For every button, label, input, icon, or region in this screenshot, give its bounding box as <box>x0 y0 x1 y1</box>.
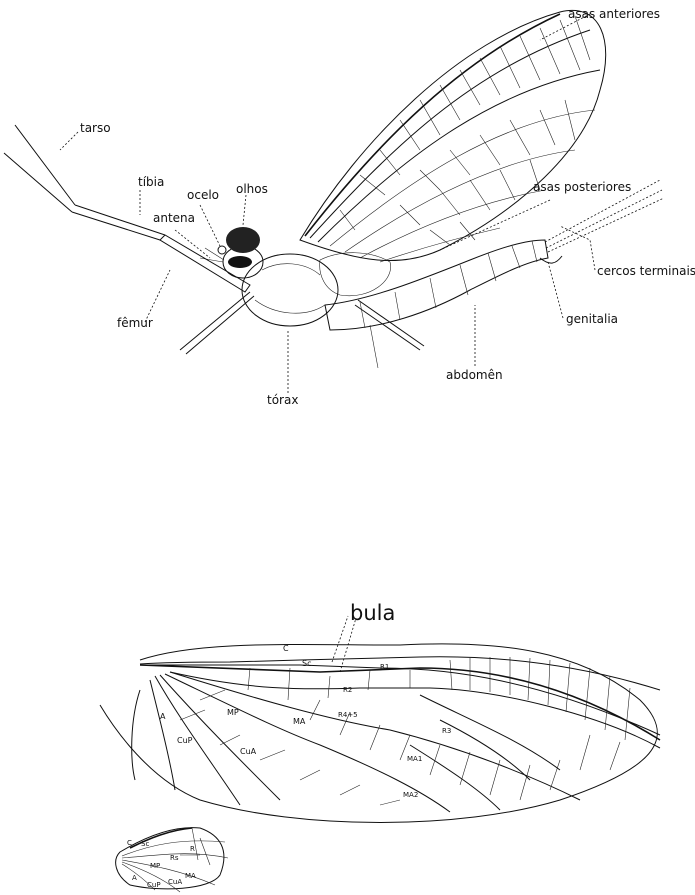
legs-drawing <box>3 124 425 369</box>
forewing-venation <box>99 615 661 823</box>
hvein-R: R <box>190 845 195 853</box>
vein-C: C <box>283 644 289 653</box>
vein-MA2: MA2 <box>403 791 418 799</box>
abdomen-drawing <box>324 239 549 331</box>
hvein-CuP: CuP <box>147 881 161 889</box>
label-femur: fêmur <box>117 316 153 330</box>
leader-lines <box>59 13 596 393</box>
hvein-Rs: Rs <box>170 854 179 862</box>
vein-Sc: Sc <box>302 659 311 668</box>
thorax-drawing <box>241 253 339 327</box>
vein-R3: R3 <box>442 727 451 735</box>
hindwing-venation <box>115 827 229 893</box>
head-drawing <box>199 227 264 279</box>
label-bula: bula <box>350 601 395 625</box>
label-asas-anteriores: asas anteriores <box>568 7 660 21</box>
vein-R45: R4+5 <box>338 711 358 719</box>
label-torax: tórax <box>267 393 298 407</box>
vein-CuA: CuA <box>240 747 257 756</box>
compound-eye-drawing <box>226 227 260 253</box>
vein-A: A <box>160 712 166 721</box>
hvein-MP: MP <box>150 862 160 870</box>
label-asas-posteriores: asas posteriores <box>533 180 631 194</box>
vein-CuP: CuP <box>177 736 193 745</box>
hindwing-labels: C Sc R Rs MP MA A CuP CuA <box>127 839 196 889</box>
cerci-drawing <box>544 179 665 253</box>
hvein-MA: MA <box>185 872 196 880</box>
label-tibia: tíbia <box>138 175 164 189</box>
label-genitalia: genitalia <box>566 312 618 326</box>
label-antena: antena <box>153 211 195 225</box>
label-olhos: olhos <box>236 182 268 196</box>
label-tarso: tarso <box>80 121 111 135</box>
label-cercos-terminais: cercos terminais <box>597 264 695 278</box>
hvein-Sc: Sc <box>141 840 149 848</box>
insect-labels: asas anteriores tarso tíbia ocelo olhos … <box>80 7 695 407</box>
vein-MA1: MA1 <box>407 755 422 763</box>
hvein-C: C <box>127 839 132 847</box>
genitalia-drawing <box>539 255 563 264</box>
vein-R2: R2 <box>343 686 352 694</box>
hvein-CuA: CuA <box>168 878 182 886</box>
vein-MP: MP <box>227 708 239 717</box>
vein-R1: R1 <box>380 663 389 671</box>
insect-illustration <box>3 9 665 369</box>
vein-MA: MA <box>293 717 306 726</box>
hindwing-drawing <box>319 252 391 297</box>
label-abdomen: abdomên <box>446 368 503 382</box>
forewing-labels: bula C Sc R1 R2 R4+5 R3 MA MA1 MA2 MP Cu… <box>160 601 451 799</box>
label-ocelo: ocelo <box>187 188 219 202</box>
hvein-A: A <box>132 874 137 882</box>
forewing-drawing <box>299 9 607 263</box>
